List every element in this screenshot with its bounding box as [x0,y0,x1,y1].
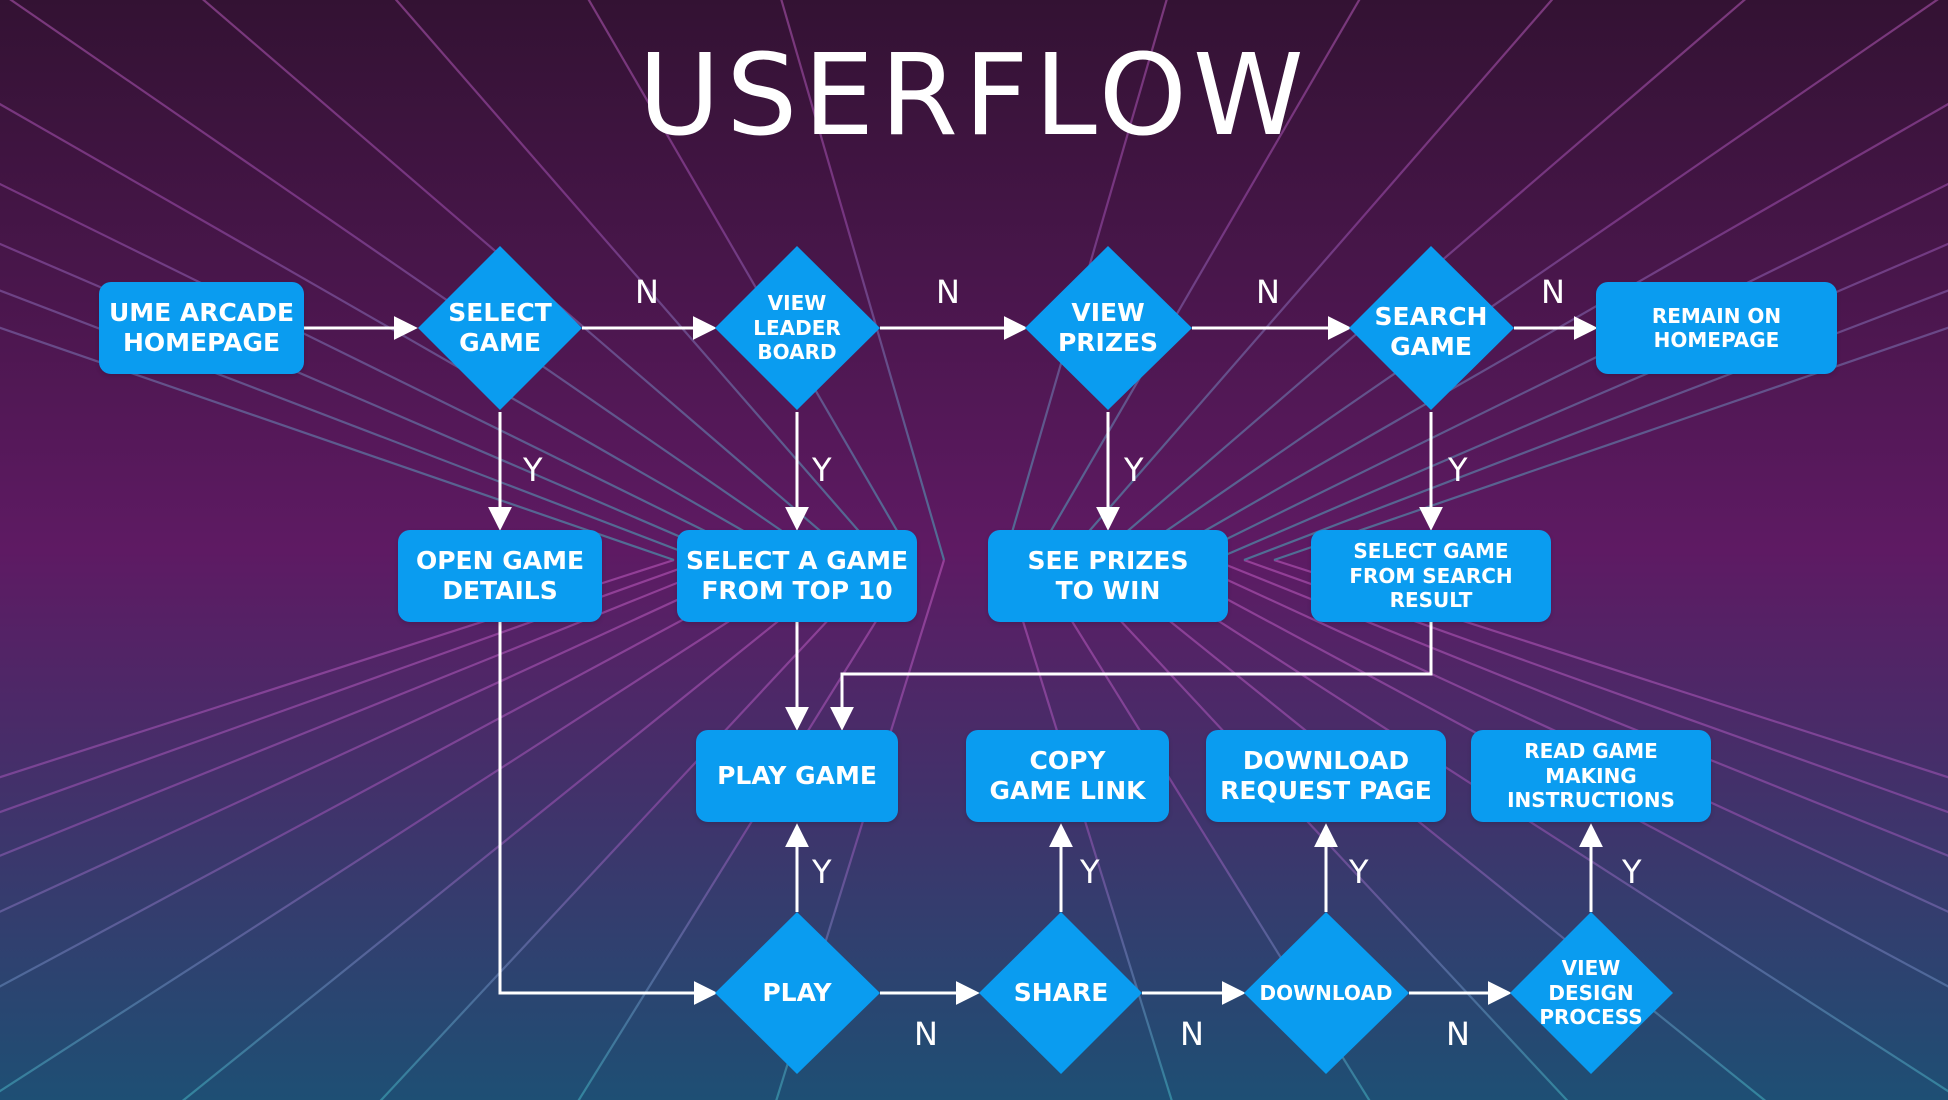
grid-line [0,242,735,562]
grid-line [0,558,675,779]
diamond-share [979,912,1142,1074]
edge-label-n: N [936,273,960,311]
node-open-game-details: OPEN GAME DETAILS [398,530,602,622]
node-remain-homepage: REMAIN ON HOMEPAGE [1596,282,1837,374]
grid-line [1213,242,1948,562]
grid-line [1183,559,1948,913]
label-view-prizes: VIEW PRIZES [1057,297,1159,358]
edge-label-y: Y [812,853,832,891]
grid-line [587,0,915,561]
decision-diamonds [418,246,1673,1074]
edge-label-n: N [635,273,659,311]
grid-line [0,558,735,857]
edge-label-n: N [1541,273,1565,311]
grid-line [1033,0,1361,561]
grid-line [394,0,885,561]
grid-line [1273,558,1948,779]
grid-line [0,559,825,1093]
grid-line [0,558,705,814]
grid-line [1093,559,1767,1100]
edge-searchresult-playgame [830,622,1433,731]
grid-line [1243,289,1948,562]
grid-line [1063,559,1569,1100]
edge-label-n: N [1256,273,1280,311]
edge-open-play [498,622,718,1005]
diamond-view-prizes [1025,246,1192,410]
grid-line [9,0,825,561]
label-share: SHARE [1013,977,1109,1007]
diamond-play [715,912,880,1074]
edge-label-n: N [914,1015,938,1053]
page-title: USERFLOW [638,31,1310,161]
grid-line [201,0,855,561]
grid-line [1002,559,1173,1100]
grid-line [1243,558,1948,814]
node-play-game: PLAY GAME [696,730,898,822]
grid-line [0,289,705,562]
grid-line [1123,559,1948,1093]
node-select-top10: SELECT A GAME FROM TOP 10 [677,530,917,622]
node-download-page: DOWNLOAD REQUEST PAGE [1206,730,1446,822]
node-copy-link: COPY GAME LINK [966,730,1169,822]
grid-line [0,102,795,561]
node-select-search-result: SELECT GAME FROM SEARCH RESULT [1311,530,1551,622]
label-search-game: SEARCH GAME [1374,301,1488,362]
edge-label-y: Y [1622,853,1642,891]
label-select-game: SELECT GAME [448,297,552,358]
grid-line [1183,182,1948,561]
grid-line [577,559,915,1100]
edge-label-n: N [1180,1015,1204,1053]
label-view-design: VIEW DESIGN PROCESS [1539,956,1643,1030]
grid-line [181,559,855,1100]
label-play: PLAY [762,977,832,1007]
edge-label-y: Y [1124,451,1144,489]
node-read-instructions: READ GAME MAKING INSTRUCTIONS [1471,730,1711,822]
diamond-search-game [1349,246,1514,410]
label-download: DOWNLOAD [1259,980,1393,1005]
node-see-prizes: SEE PRIZES TO WIN [988,530,1228,622]
grid-line [379,559,885,1100]
diamond-view-leaderboard [715,246,880,410]
grid-line [0,559,765,913]
grid-line [1153,102,1948,561]
edge-label-y: Y [1080,853,1100,891]
edge-label-n: N [1446,1015,1470,1053]
grid-line [1153,559,1948,988]
grid-line [780,0,946,561]
diamond-select-game [418,246,582,410]
grid-line [0,326,675,562]
edge-label-y: Y [812,451,832,489]
edge-label-y: Y [523,451,543,489]
diamond-download [1244,912,1409,1074]
connectors [304,316,1603,1005]
grid-line [1063,0,1554,561]
grid-line [1213,558,1948,857]
label-view-leaderboard: VIEW LEADER BOARD [753,291,841,365]
grid-line [0,559,795,988]
grid-line [1273,326,1948,562]
diamond-view-design [1510,912,1673,1074]
node-homepage: UME ARCADE HOMEPAGE [99,282,304,374]
grid-line [0,182,765,561]
grid-line [1093,0,1747,561]
grid-line [1123,0,1939,561]
grid-line [1002,0,1168,561]
edge-label-y: Y [1448,451,1468,489]
edge-label-y: Y [1349,853,1369,891]
